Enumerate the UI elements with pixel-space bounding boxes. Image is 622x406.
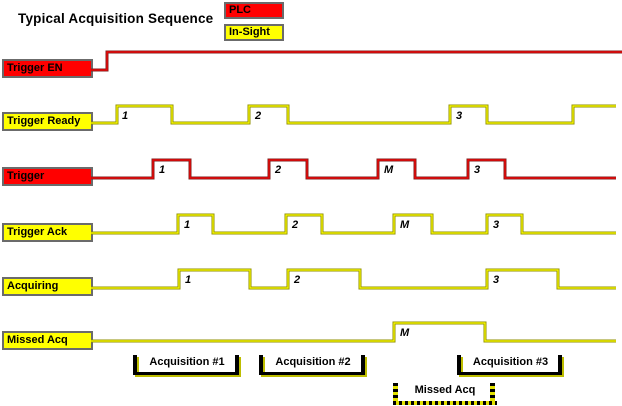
bracket-bar [259,372,365,375]
bracket-bar [558,355,562,373]
signal-label-acquiring: Acquiring [2,277,93,296]
pulse-number-trigger-1: 1 [159,164,165,176]
pulse-number-acquiring-3: 3 [493,274,499,286]
bracket-bar [393,401,497,405]
pulse-number-trigger-ready-2: 2 [254,110,261,122]
bracket-bar [393,383,398,401]
bracket-bar [490,383,495,401]
bracket-bar [259,355,263,373]
bracket-acquisition-#1: Acquisition #1 [133,355,241,377]
signal-label-trigger: Trigger [2,167,93,186]
signal-label-trigger-ack: Trigger Ack [2,223,93,242]
legend-insight-swatch: In-Sight [224,24,284,41]
pulse-number-trigger-ready-3: 3 [456,110,462,122]
bracket-label: Missed Acq [414,384,476,396]
bracket-bar [133,372,239,375]
signal-label-trigger-ready: Trigger Ready [2,112,93,131]
pulse-number-missed-acq-M: M [400,327,410,339]
signal-waveform-missed-acq [91,322,616,342]
legend-plc-swatch: PLC [224,2,284,19]
bracket-acquisition-#2: Acquisition #2 [259,355,367,377]
pulse-number-trigger-ack-3: 3 [493,219,499,231]
pulse-number-trigger-ack-M: M [400,219,410,231]
signal-waveform-acquiring [91,268,616,290]
signal-label-trigger-en: Trigger EN [2,59,93,78]
signal-waveform-missed-acq [91,321,616,343]
bracket-missed-acq: Missed Acq [393,383,497,405]
pulse-number-trigger-2: 2 [274,164,281,176]
diagram-title: Typical Acquisition Sequence [18,11,214,26]
bracket-bar [361,355,365,373]
bracket-label: Acquisition #2 [275,356,351,368]
bracket-label: Acquisition #1 [149,356,225,368]
signal-label-missed-acq: Missed Acq [2,331,93,350]
signal-waveform-trigger-ready [91,105,616,124]
signal-waveform-trigger-ack [91,213,616,235]
bracket-bar [457,372,562,375]
signal-waveform-trigger [91,158,616,180]
bracket-label: Acquisition #3 [472,356,549,368]
bracket-bar [133,355,137,373]
pulse-number-acquiring-2: 2 [293,274,300,286]
signal-waveform-trigger-ack [91,214,616,234]
signal-waveform-trigger-en [91,50,622,72]
bracket-bar [457,355,461,373]
pulse-number-acquiring-1: 1 [185,274,191,286]
signal-waveform-acquiring [91,269,616,289]
pulse-number-trigger-3: 3 [474,164,480,176]
pulse-number-trigger-ack-2: 2 [291,219,298,231]
pulse-number-trigger-ack-1: 1 [184,219,190,231]
signal-waveform-trigger-ready [91,104,616,125]
pulse-number-trigger-ready-1: 1 [122,110,128,122]
pulse-number-trigger-M: M [384,164,394,176]
signal-waveform-trigger-en [91,51,622,71]
bracket-bar [235,355,239,373]
signal-waveform-trigger [91,159,616,179]
bracket-acquisition-#3: Acquisition #3 [457,355,564,377]
